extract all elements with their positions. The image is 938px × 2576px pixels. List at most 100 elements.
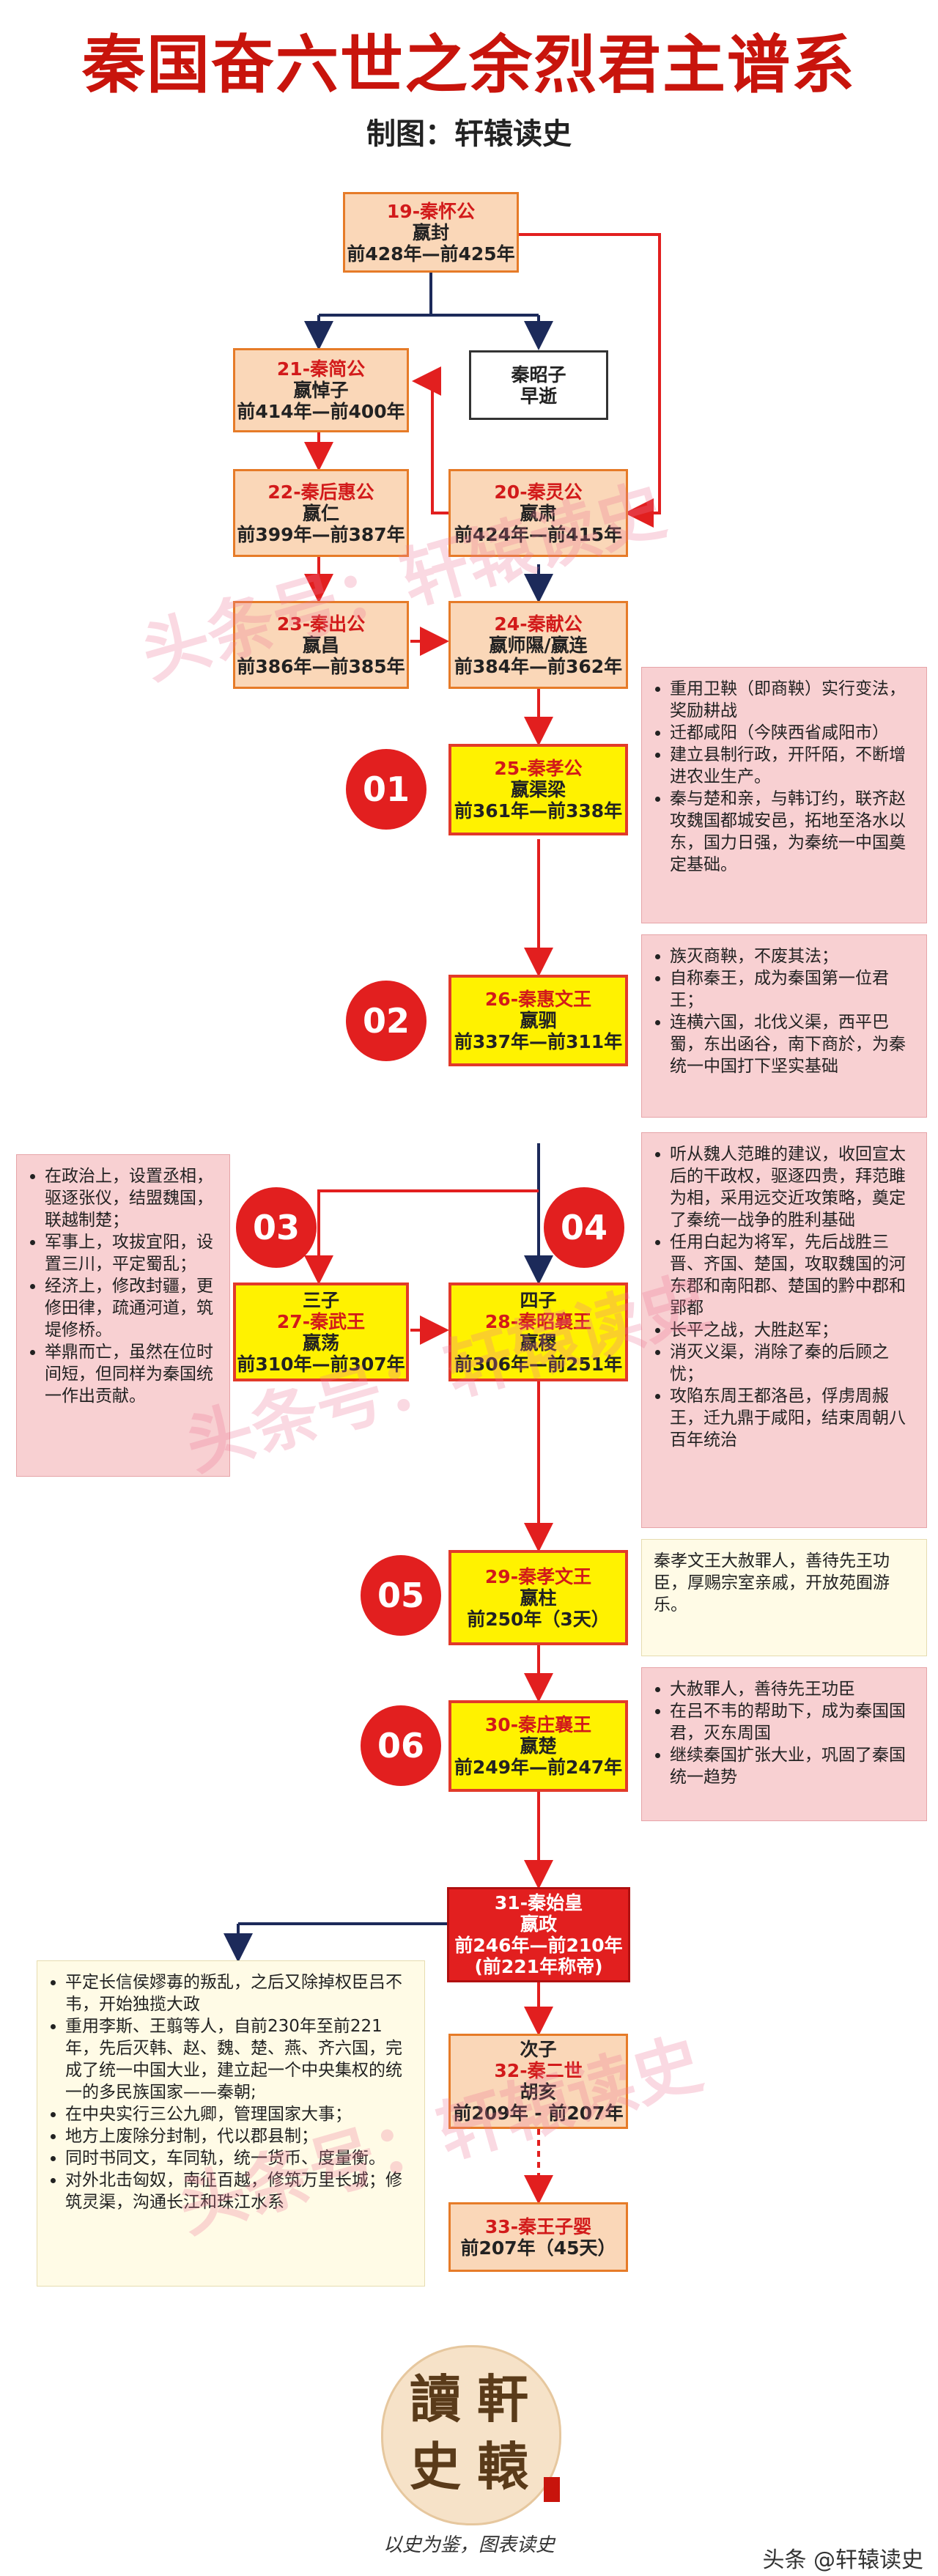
ruler-personal-name: 胡亥	[520, 2081, 557, 2103]
ruler-name: 32-秦二世	[494, 2060, 583, 2081]
ruler-box-33-ziying: 33-秦王子婴 前207年（45天）	[448, 2202, 628, 2272]
ruler-personal-name: 嬴政	[520, 1913, 557, 1935]
badge-03: 03	[236, 1187, 317, 1268]
ruler-name: 28-秦昭襄王	[484, 1310, 592, 1332]
slogan: 以史为鉴，图表读史	[383, 2534, 555, 2556]
note-item: 军事上，攻拔宜阳，设置三川，平定蜀乱；	[45, 1231, 219, 1275]
note-item: 地方上废除分封制，代以郡县制；	[65, 2125, 414, 2147]
ruler-reign: 前207年（45天）	[460, 2237, 616, 2259]
ruler-personal-name: 嬴驷	[520, 1010, 557, 1031]
note-qin-shihuang-achievements: 平定长信侯嫪毐的叛乱，之后又除掉权臣吕不韦，开始独揽大政 重用李斯、王翦等人，自…	[37, 1960, 425, 2287]
ruler-reign: 前337年—前311年	[454, 1031, 623, 1052]
ruler-reign: 前250年（3天）	[467, 1608, 610, 1630]
note-item: 攻陷东周王都洛邑，俘虏周赧王，迁九鼎于咸阳，结束周朝八百年统治	[670, 1385, 916, 1451]
badge-01: 01	[346, 749, 426, 830]
ruler-box-28-qin-zhaoxiang: 四子 28-秦昭襄王 嬴稷 前306年—前251年	[448, 1283, 628, 1381]
note-item: 经济上，修改封疆，更修田律，疏通河道，筑堤修桥。	[45, 1275, 219, 1341]
ruler-reign: 前384年—前362年	[454, 655, 623, 677]
ruler-box-23-qin-chu: 23-秦出公 嬴昌 前386年—前385年	[233, 601, 409, 689]
ruler-personal-name: 嬴稷	[520, 1332, 557, 1354]
ruler-birth-order: 三子	[302, 1289, 339, 1311]
badge-04: 04	[544, 1187, 624, 1268]
note-qin-zhaoxiang-achievements: 听从魏人范雎的建议，收回宣太后的干政权，驱逐四贵，拜范雎为相，采用远交近攻策略，…	[641, 1132, 927, 1528]
note-item: 族灭商鞅，不废其法；	[670, 945, 916, 967]
note-item: 大赦罪人，善待先王功臣	[670, 1678, 916, 1700]
ruler-note: 早逝	[520, 385, 557, 407]
note-item: 重用卫鞅（即商鞅）实行变法，奖励耕战	[670, 678, 916, 722]
logo-seal	[381, 2345, 561, 2525]
ruler-reign: 前399年—前387年	[237, 523, 405, 545]
page-subtitle: 制图：轩辕读史	[366, 117, 572, 151]
note-qin-wu-achievements: 在政治上，设置丞相，驱逐张仪，结盟魏国，联越制楚； 军事上，攻拔宜阳，设置三川，…	[16, 1154, 230, 1477]
note-item: 同时书同文，车同轨，统一货币、度量衡。	[65, 2147, 414, 2169]
note-qin-xiaowen-achievements: 秦孝文王大赦罪人，善待先王功臣，厚赐宗室亲戚，开放苑囿游乐。	[641, 1539, 927, 1656]
edge-r20-r21	[412, 366, 448, 514]
ruler-personal-name: 嬴肃	[520, 502, 557, 524]
note-item: 自称秦王，成为秦国第一位君王；	[670, 967, 916, 1011]
ruler-box-29-qin-xiaowen: 29-秦孝文王 嬴柱 前250年（3天）	[448, 1550, 628, 1645]
ruler-name: 21-秦简公	[276, 358, 366, 380]
note-item: 在政治上，设置丞相，驱逐张仪，结盟魏国，联越制楚；	[45, 1165, 219, 1231]
badge-06: 06	[361, 1705, 441, 1786]
ruler-name: 19-秦怀公	[386, 200, 476, 222]
ruler-birth-order: 次子	[520, 2039, 557, 2060]
ruler-name: 20-秦灵公	[494, 481, 583, 503]
note-qin-zhuangxiang-achievements: 大赦罪人，善待先王功臣 在吕不韦的帮助下，成为秦国国君，灭东周国 继续秦国扩张大…	[641, 1667, 927, 1821]
ruler-name: 30-秦庄襄王	[484, 1714, 592, 1735]
ruler-birth-order: 四子	[520, 1289, 557, 1311]
note-item: 举鼎而亡，虽然在位时间短，但同样为秦国统一作出贡献。	[45, 1341, 219, 1407]
ruler-box-21-qin-jian: 21-秦简公 嬴悼子 前414年—前400年	[233, 348, 409, 432]
ruler-box-31-qin-shihuang: 31-秦始皇 嬴政 前246年—前210年 (前221年称帝)	[447, 1887, 630, 1982]
note-item: 听从魏人范雎的建议，收回宣太后的干政权，驱逐四贵，拜范雎为相，采用远交近攻策略，…	[670, 1143, 916, 1231]
note-item: 连横六国，北伐义渠，西平巴蜀，东出函谷，南下商於，为秦统一中国打下坚实基础	[670, 1011, 916, 1077]
ruler-name: 31-秦始皇	[494, 1892, 583, 1913]
ruler-reign: 前386年—前385年	[237, 655, 405, 677]
note-item: 平定长信侯嫪毐的叛乱，之后又除掉权臣吕不韦，开始独揽大政	[65, 1971, 414, 2015]
ruler-reign: 前209年 - 前207年	[453, 2103, 624, 2124]
ruler-name: 27-秦武王	[276, 1310, 366, 1332]
ruler-personal-name: 嬴仁	[302, 502, 339, 524]
ruler-personal-name: 嬴封	[412, 221, 449, 243]
note-item: 迁都咸阳（今陕西省咸阳市）	[670, 722, 916, 744]
edge-r19-r20	[513, 233, 661, 528]
ruler-box-32-qin-ershi: 次子 32-秦二世 胡亥 前209年 - 前207年	[448, 2034, 628, 2129]
ruler-name: 33-秦王子婴	[484, 2215, 592, 2237]
note-item: 秦与楚和亲，与韩订约，联齐赵攻魏国都城安邑，拓地至洛水以东，国力日强，为秦统一中…	[670, 788, 916, 876]
ruler-personal-name: 嬴师隰/嬴连	[489, 634, 588, 656]
seal-char: 史	[410, 2436, 461, 2497]
ruler-name: 26-秦惠文王	[484, 989, 592, 1010]
badge-02: 02	[346, 981, 426, 1061]
ruler-personal-name: 秦昭子	[511, 363, 566, 385]
note-qin-huiwen-achievements: 族灭商鞅，不废其法； 自称秦王，成为秦国第一位君王； 连横六国，北伐义渠，西平巴…	[641, 934, 927, 1118]
ruler-reign: 前249年—前247年	[454, 1757, 623, 1778]
note-item: 任用白起为将军，先后战胜三晋、齐国、楚国，攻取魏国的河东郡和南阳郡、楚国的黔中郡…	[670, 1231, 916, 1319]
note-item: 在中央实行三公九卿，管理国家大事；	[65, 2103, 414, 2125]
ruler-name: 23-秦出公	[276, 613, 366, 635]
ruler-name: 25-秦孝公	[494, 758, 583, 779]
ruler-personal-name: 嬴楚	[520, 1735, 557, 1757]
page-title: 秦国奋六世之余烈君主谱系	[82, 29, 856, 102]
ruler-name: 22-秦后惠公	[267, 481, 374, 503]
ruler-name: 24-秦献公	[494, 613, 583, 635]
ruler-reign: 前414年—前400年	[237, 401, 405, 422]
note-item: 在吕不韦的帮助下，成为秦国国君，灭东周国	[670, 1700, 916, 1744]
ruler-reign: 前361年—前338年	[454, 800, 623, 822]
note-qin-xiao-achievements: 重用卫鞅（即商鞅）实行变法，奖励耕战 迁都咸阳（今陕西省咸阳市） 建立县制行政，…	[641, 667, 927, 923]
ruler-name: 29-秦孝文王	[484, 1565, 592, 1587]
note-item: 长平之战，大胜赵军；	[670, 1319, 916, 1341]
ruler-box-20-qin-ling: 20-秦灵公 嬴肃 前424年—前415年	[448, 469, 628, 557]
note-text: 秦孝文王大赦罪人，善待先王功臣，厚赐宗室亲戚，开放苑囿游乐。	[654, 1551, 890, 1614]
note-item: 建立县制行政，开阡陌，不断增进农业生产。	[670, 744, 916, 788]
note-item: 对外北击匈奴，南征百越，修筑万里长城；修筑灵渠，沟通长江和珠江水系	[65, 2169, 414, 2213]
ruler-box-24-qin-xian: 24-秦献公 嬴师隰/嬴连 前384年—前362年	[448, 601, 628, 689]
ruler-personal-name: 嬴昌	[302, 634, 339, 656]
ruler-box-25-qin-xiao: 25-秦孝公 嬴渠梁 前361年—前338年	[448, 744, 628, 835]
ruler-personal-name: 嬴荡	[302, 1332, 339, 1354]
ruler-reign: 前428年—前425年	[347, 243, 515, 265]
badge-05: 05	[361, 1555, 441, 1636]
ruler-reign: 前306年—前251年	[454, 1353, 623, 1375]
ruler-box-27-qin-wu: 三子 27-秦武王 嬴荡 前310年—前307年	[233, 1283, 409, 1381]
note-item: 消灭义渠，消除了秦的后顾之忧；	[670, 1341, 916, 1385]
seal-stamp-icon	[544, 2477, 560, 2502]
seal-char: 軒	[477, 2369, 528, 2429]
